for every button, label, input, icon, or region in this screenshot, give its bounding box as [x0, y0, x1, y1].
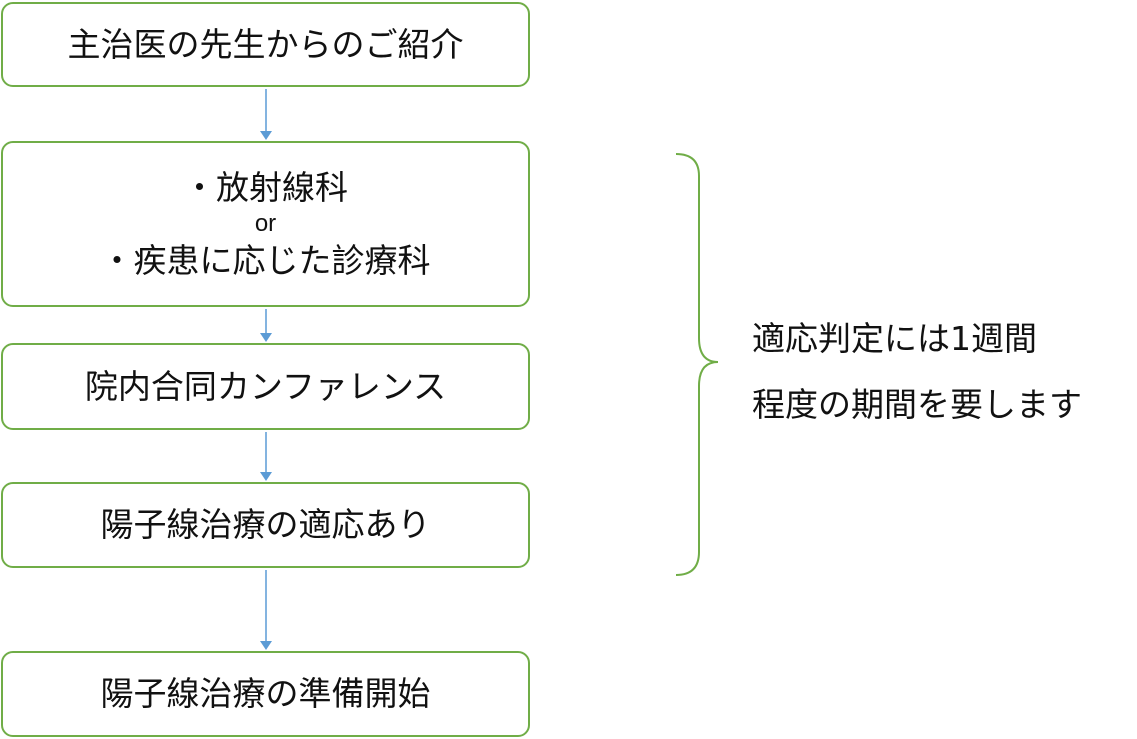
step-label: 陽子線治療の適応あり [100, 505, 431, 545]
curly-brace [675, 153, 719, 576]
step-label-department: ・疾患に応じた診療科 [100, 241, 431, 281]
arrowhead-2 [260, 333, 272, 342]
arrowhead-4 [260, 641, 272, 650]
step-eligible: 陽子線治療の適応あり [1, 482, 530, 568]
step-referral: 主治医の先生からのご紹介 [1, 2, 530, 87]
step-preparation: 陽子線治療の準備開始 [1, 651, 530, 737]
note-line-2: 程度の期間を要します [752, 385, 1082, 424]
step-conference: 院内合同カンファレンス [1, 343, 530, 430]
step-label: 主治医の先生からのご紹介 [67, 24, 464, 64]
arrowhead-1 [260, 131, 272, 140]
step-label: 陽子線治療の準備開始 [100, 674, 431, 714]
step-label-radiology: ・放射線科 [183, 167, 348, 207]
note-line-1: 適応判定には1週間 [752, 319, 1037, 358]
step-label-or: or [254, 209, 277, 237]
step-department: ・放射線科 or ・疾患に応じた診療科 [1, 141, 530, 307]
arrowhead-3 [260, 472, 272, 481]
duration-note: 適応判定には1週間 程度の期間を要します [752, 306, 1132, 438]
step-label: 院内合同カンファレンス [84, 366, 447, 406]
